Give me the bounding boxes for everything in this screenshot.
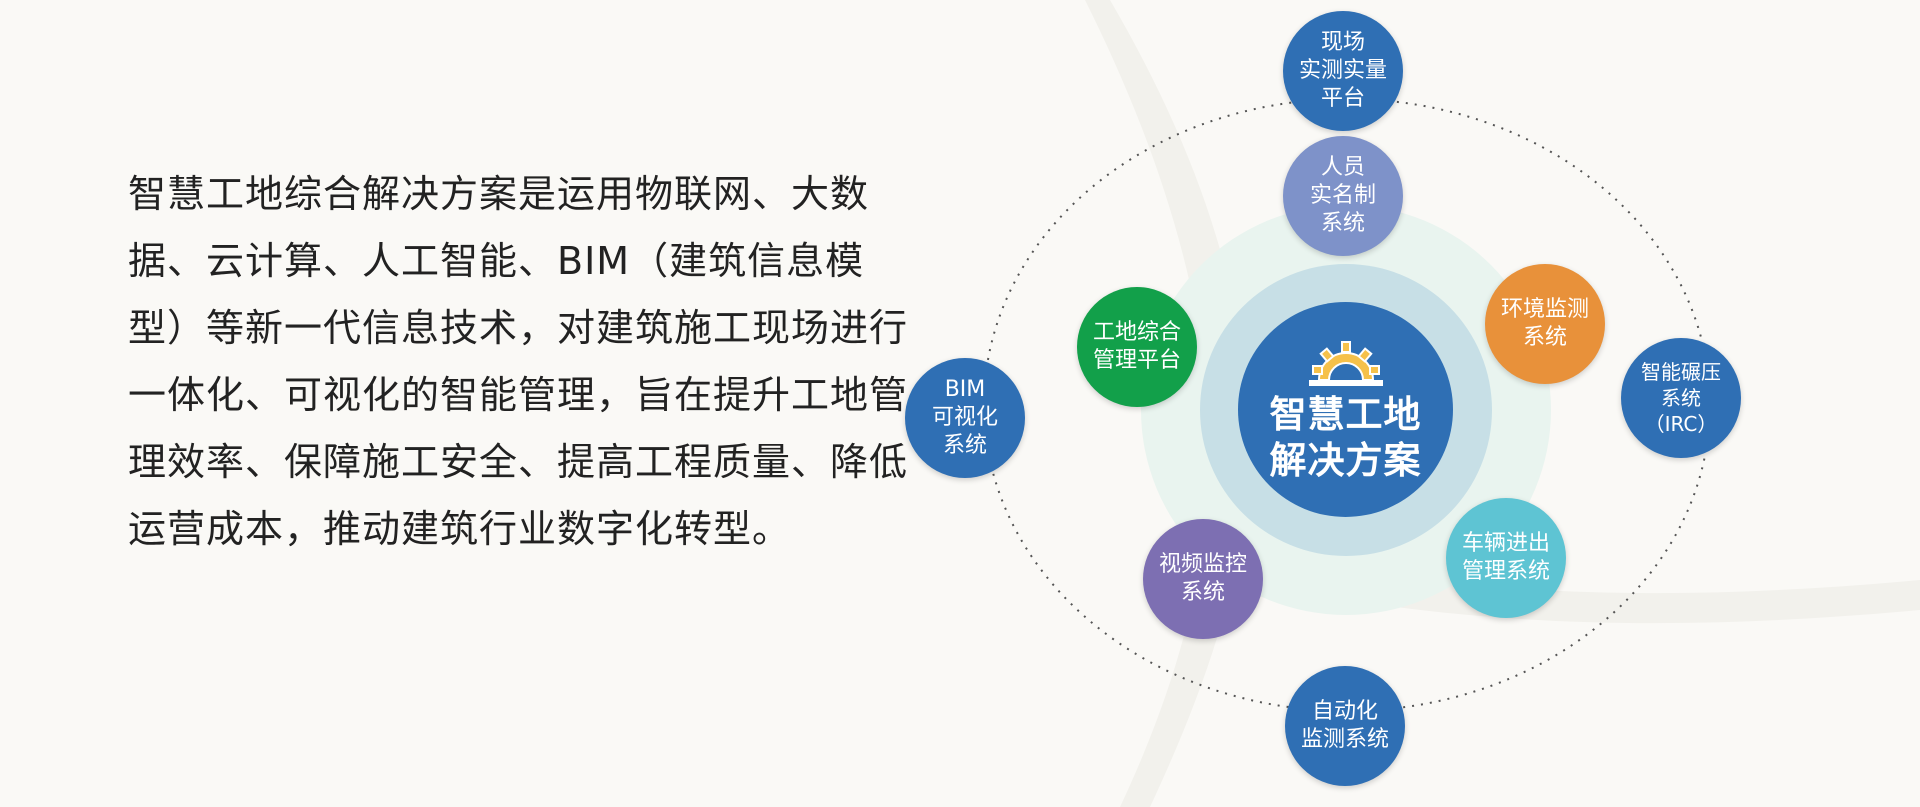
construction-gear-icon [1308, 340, 1383, 386]
hub-title: 智慧工地 解决方案 [1269, 392, 1422, 482]
node-intelligent-compaction: 智能碾压 系统 （IRC） [1621, 338, 1741, 458]
node-label: 环境监测 系统 [1500, 297, 1589, 350]
node-site-management-platform: 工地综合 管理平台 [1077, 287, 1197, 407]
node-label: 现场 实测实量 平台 [1298, 30, 1387, 111]
node-label: 自动化 监测系统 [1300, 699, 1389, 752]
intro-paragraph: 智慧工地综合解决方案是运用物联网、大数据、云计算、人工智能、BIM（建筑信息模型… [128, 172, 909, 551]
node-label: BIM 可视化 系统 [931, 377, 998, 458]
node-environment-monitoring: 环境监测 系统 [1485, 264, 1605, 384]
node-video-surveillance: 视频监控 系统 [1143, 519, 1263, 639]
node-bim-visualization: BIM 可视化 系统 [905, 358, 1025, 478]
node-label: 人员 实名制 系统 [1309, 155, 1376, 236]
node-automated-monitoring: 自动化 监测系统 [1285, 666, 1405, 786]
node-label: 视频监控 系统 [1158, 552, 1247, 605]
node-label: 工地综合 管理平台 [1092, 320, 1181, 373]
node-label: 车辆进出 管理系统 [1461, 531, 1550, 584]
node-onsite-measurement: 现场 实测实量 平台 [1283, 11, 1403, 131]
node-personnel-realname: 人员 实名制 系统 [1283, 136, 1403, 256]
node-vehicle-access: 车辆进出 管理系统 [1446, 498, 1566, 618]
node-label: 智能碾压 系统 （IRC） [1641, 360, 1721, 436]
hub-circle: 智慧工地 解决方案 [1238, 302, 1453, 517]
